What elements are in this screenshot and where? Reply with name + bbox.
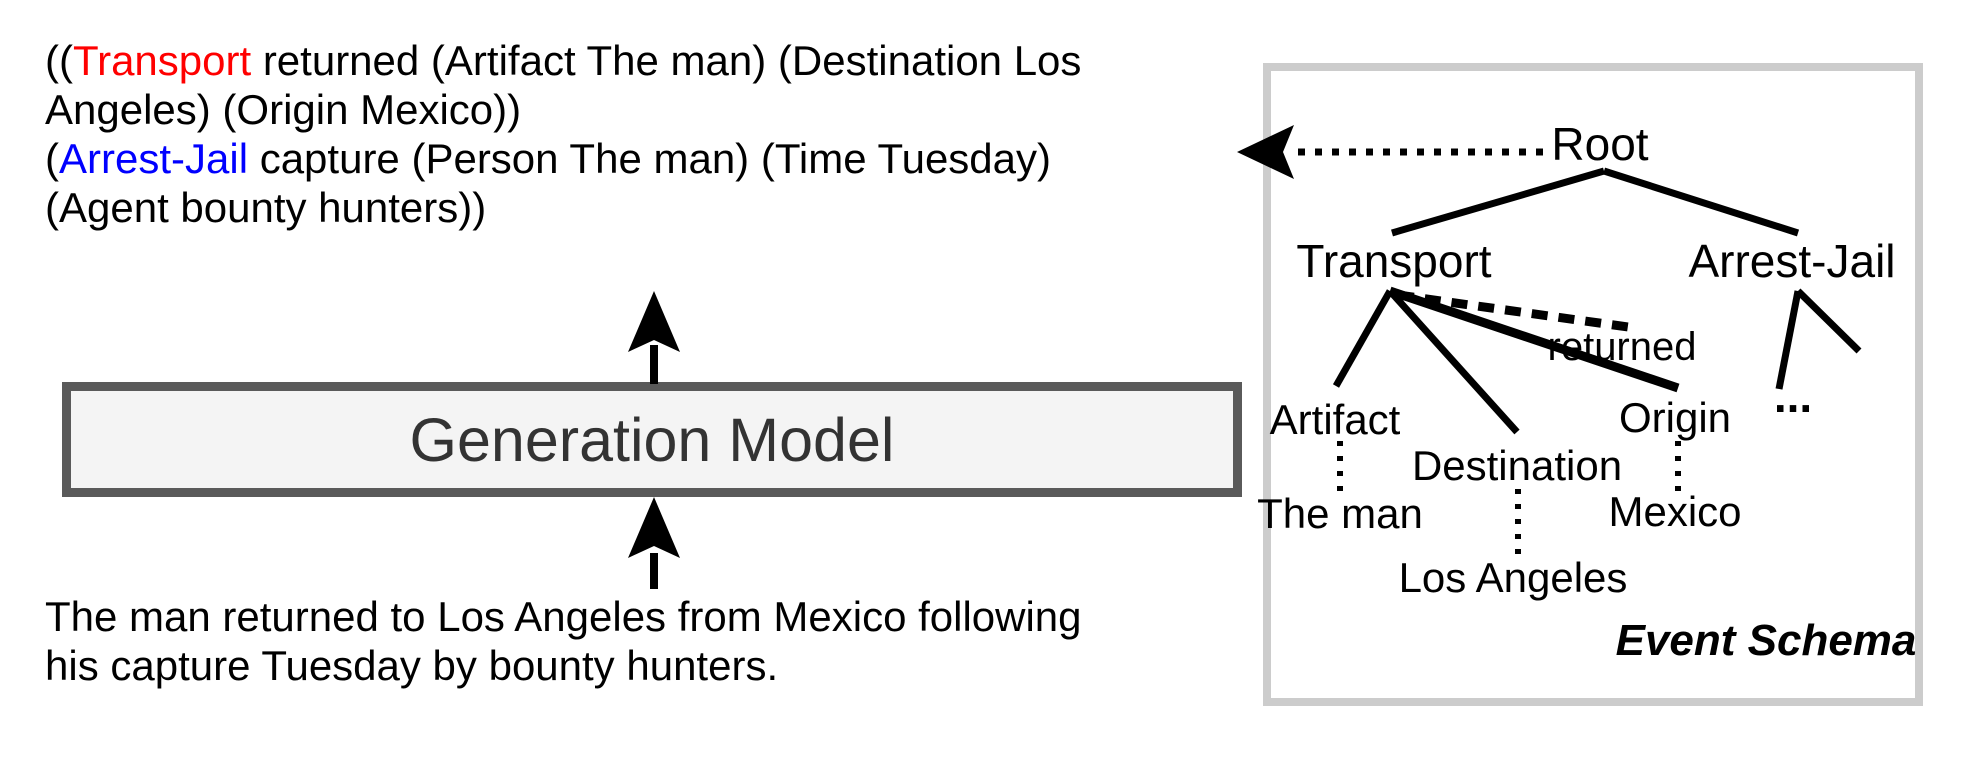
up-arrow-model-to-output-icon (628, 291, 680, 384)
arrest-jail-event-token: Arrest-Jail (59, 135, 249, 182)
tree-node-transport: Transport (1296, 235, 1492, 287)
output-line3-rest: capture (Person The man) (Time Tuesday) (248, 135, 1052, 182)
generation-model-box: Generation Model (62, 382, 1242, 497)
output-line1-rest: returned (Artifact The man) (Destination… (251, 37, 1082, 84)
output-line1-open-parens: (( (45, 37, 73, 84)
input-line-1: The man returned to Los Angeles from Mex… (45, 593, 1082, 640)
generated-output-text: ((Transport returned (Artifact The man) … (45, 36, 1225, 232)
output-line-4: (Agent bounty hunters)) (45, 184, 487, 231)
up-arrow-input-to-model-icon (628, 497, 680, 589)
transport-event-token: Transport (72, 37, 252, 84)
output-line-2: Angeles) (Origin Mexico)) (45, 86, 522, 133)
tree-value-los-angeles: Los Angeles (1398, 554, 1628, 601)
tree-node-destination: Destination (1411, 442, 1623, 489)
tree-node-root: Root (1551, 118, 1649, 170)
tree-node-ellipsis: ... (1773, 370, 1813, 422)
output-line-1: ((Transport returned (Artifact The man) … (45, 36, 1225, 85)
input-line-2: his capture Tuesday by bounty hunters. (45, 642, 779, 689)
output-line3-open-paren: ( (45, 135, 59, 182)
tree-node-origin: Origin (1618, 394, 1732, 441)
tree-node-arrest-jail: Arrest-Jail (1688, 235, 1896, 287)
tree-node-returned: returned (1547, 325, 1697, 369)
output-line-3: (Arrest-Jail capture (Person The man) (T… (45, 134, 1225, 183)
tree-node-artifact: Artifact (1269, 396, 1401, 443)
event-schema-caption: Event Schema (1615, 616, 1917, 665)
tree-value-mexico: Mexico (1608, 488, 1742, 535)
tree-value-the-man: The man (1257, 490, 1423, 537)
generation-model-label: Generation Model (409, 405, 895, 474)
input-sentence-text: The man returned to Los Angeles from Mex… (45, 592, 1225, 690)
